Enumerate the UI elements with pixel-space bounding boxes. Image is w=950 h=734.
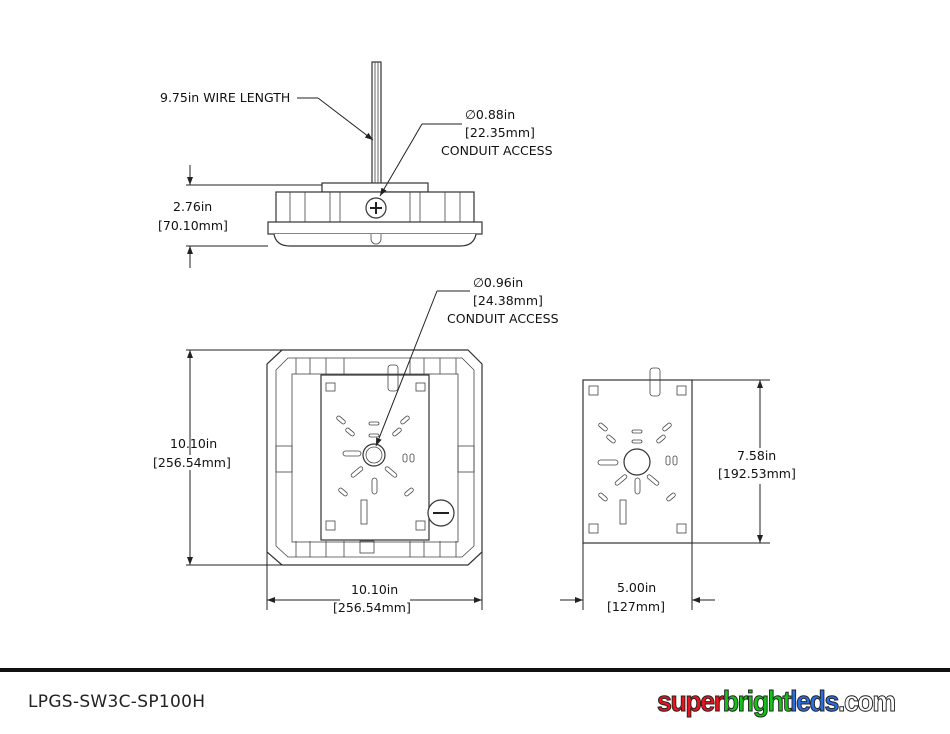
dimension-label: CONDUIT ACCESS — [441, 143, 553, 158]
dimension-label: 5.00in — [617, 580, 656, 595]
top-dimensions: ∅0.96in [24.38mm] CONDUIT ACCESS 10.10in… — [153, 275, 559, 615]
logo-part-super: super — [657, 686, 725, 719]
footer-divider — [0, 668, 950, 672]
lens-flange — [267, 221, 483, 235]
dimension-label: 10.10in — [351, 582, 398, 597]
dimension-label: ∅0.96in — [473, 275, 523, 290]
side-dimensions: 9.75in WIRE LENGTH ∅0.88in [22.35mm] CON… — [158, 90, 553, 268]
logo-part-com: .com — [837, 686, 896, 719]
logo-part-leds: leds — [790, 686, 840, 719]
bracket-view — [582, 367, 693, 544]
driver-plate — [321, 182, 429, 193]
dimension-label: [24.38mm] — [473, 293, 543, 308]
brand-logo: superbrightleds.com — [657, 686, 897, 719]
dimension-label: 10.10in — [170, 436, 217, 451]
wire-bundle — [371, 61, 382, 188]
side-view — [267, 61, 483, 247]
wire-length-label: 9.75in WIRE LENGTH — [160, 90, 290, 105]
bracket-dimensions: 7.58in [192.53mm] 5.00in [127mm] — [560, 379, 796, 614]
dimension-label: 7.58in — [737, 448, 776, 463]
dimension-label: [256.54mm] — [153, 455, 231, 470]
dimension-label: [192.53mm] — [718, 466, 796, 481]
logo-part-bright: bright — [722, 686, 792, 719]
dimension-label: CONDUIT ACCESS — [447, 311, 559, 326]
dimension-label: [127mm] — [607, 599, 665, 614]
dimension-label: [22.35mm] — [465, 125, 535, 140]
top-view — [266, 349, 483, 566]
dimension-label: ∅0.88in — [465, 107, 515, 122]
part-number: LPGS-SW3C-SP100H — [28, 692, 206, 712]
bracket-conduit-hole — [623, 448, 651, 476]
dimension-label: [256.54mm] — [333, 600, 411, 615]
dimension-label: 2.76in — [173, 199, 212, 214]
dimension-label: [70.10mm] — [158, 218, 228, 233]
